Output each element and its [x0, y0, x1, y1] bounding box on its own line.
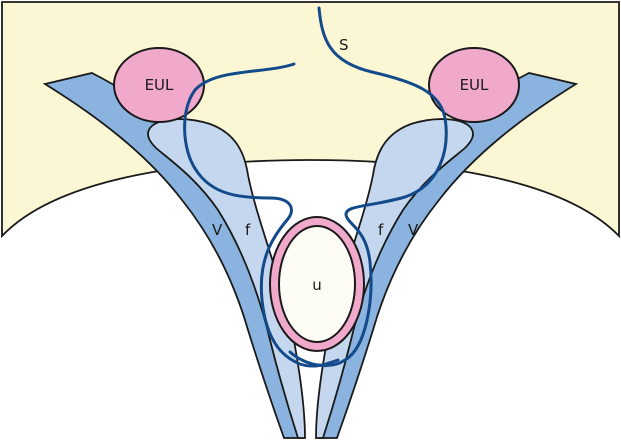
label-u: u [312, 276, 322, 294]
label-eul-left: EUL [145, 76, 174, 94]
label-f-left: f [245, 221, 251, 239]
label-eul-right: EUL [460, 76, 489, 94]
label-v-left: V [212, 221, 223, 239]
label-s: S [339, 36, 349, 54]
label-v-right: V [408, 221, 419, 239]
background-panel [2, 2, 619, 236]
label-f-right: f [378, 221, 384, 239]
